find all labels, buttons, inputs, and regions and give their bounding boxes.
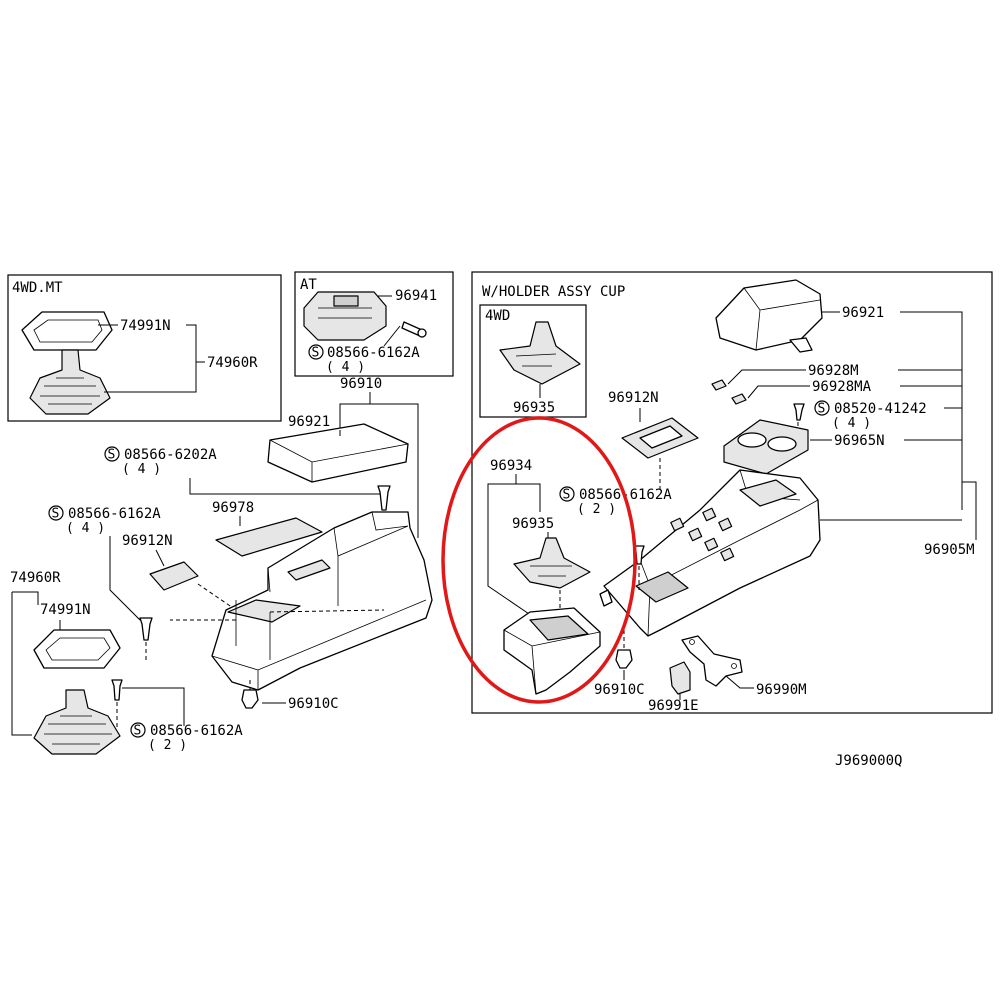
label-96935-4wd: 96935 [513,400,555,416]
svg-text:S: S [52,507,60,522]
s-symbol-6202a: S [104,446,120,463]
svg-text:S: S [563,488,571,503]
svg-text:S: S [818,402,826,417]
shift-boot-ring-part [21,311,113,351]
left-console-assembly: 96910 96921 S 08566-6202A ( 4 ) 96978 S … [48,376,433,712]
console-screw-part [377,485,391,511]
label-08520-41242: 08520-41242 [834,401,927,417]
label-74960r-top: 74960R [207,355,258,371]
label-96910: 96910 [340,376,382,392]
s-symbol-41242: S [814,400,830,417]
lower-mt-boot-assembly: 74960R 74991N S 08566-6162A ( 2 ) [10,570,243,755]
bracket-96990m-part [681,635,743,687]
screw-08520-part [793,403,805,421]
label-96905m: 96905M [924,542,975,558]
label-qty-right: ( 2 ) [577,502,616,517]
label-08566-6202a: 08566-6202A [124,447,217,463]
s-symbol-left: S [48,505,64,522]
svg-text:S: S [108,448,116,463]
label-96910c-right: 96910C [594,682,645,698]
label-96912n-left: 96912N [122,533,173,549]
armrest-lid-right-part [715,279,823,351]
label-qty-left: ( 4 ) [66,521,105,536]
s-symbol-right: S [559,486,575,503]
console-body-part [211,511,433,691]
label-74991n-bottom: 74991N [40,602,91,618]
label-qty-at: ( 4 ) [326,360,365,375]
console-pad-part [215,517,323,557]
svg-text:S: S [312,346,320,361]
label-96934: 96934 [490,458,532,474]
label-08566-6162a-left: 08566-6162A [68,506,161,522]
console-clip-part-left [241,689,259,709]
console-clip-part-right [615,649,633,669]
label-96910c-left: 96910C [288,696,339,712]
label-74991n-top: 74991N [120,318,171,334]
box-cup-holder-title: W/HOLDER ASSY CUP [482,284,625,300]
highlight-ellipse [441,416,637,704]
s-symbol-at: S [308,344,324,361]
label-96978: 96978 [212,500,254,516]
console-cover-part [149,561,199,591]
box-4wd-title: 4WD [485,308,510,324]
label-96928m: 96928M [808,363,859,379]
label-96990m: 96990M [756,682,807,698]
armrest-lid-part [267,423,409,483]
box-cup-holder: W/HOLDER ASSY CUP 4WD 96935 96921 96928M… [471,271,993,714]
label-96912n-right: 96912N [608,390,659,406]
label-08566-6162a-at: 08566-6162A [327,345,420,361]
label-74960r-bottom: 74960R [10,570,61,586]
label-08566-6162a-bottom: 08566-6162A [150,723,243,739]
shift-boot-96935-part [513,537,591,589]
box-at-title: AT [300,277,317,293]
clip-96928m-part [711,379,727,391]
box-4wd-mt: 4WD.MT 74991N 74960R [7,274,282,422]
left-side-screw-part [139,617,153,641]
label-qty-41242: ( 4 ) [832,416,871,431]
box-at: AT 96941 S 08566-6162A ( 4 ) [294,271,454,377]
diagram-code: J969000Q [835,753,902,769]
label-96965n: 96965N [834,433,885,449]
label-96991e: 96991E [648,698,699,714]
svg-text:S: S [134,724,142,739]
label-96941: 96941 [395,288,437,304]
4wd-boot-part [499,321,581,385]
label-96921-right: 96921 [842,305,884,321]
shift-boot-part [29,349,111,415]
label-96935-main: 96935 [512,516,554,532]
spacer-96991e-part [669,661,691,695]
at-shifter-bezel-part [303,291,387,341]
highlighted-shift-boot-group: 96934 96935 [441,416,637,704]
lower-boot-ring-part [33,629,121,669]
s-symbol-bottom: S [130,722,146,739]
box-4wd-mt-title: 4WD.MT [12,280,63,296]
lower-boot-screw-part [111,679,123,701]
clip-96928ma-part [731,393,747,405]
label-qty-bottom: ( 2 ) [148,738,187,753]
label-96928ma: 96928MA [812,379,872,395]
label-qty-6202a: ( 4 ) [122,462,161,477]
lower-shift-boot-part [33,689,121,755]
label-96921-left: 96921 [288,414,330,430]
